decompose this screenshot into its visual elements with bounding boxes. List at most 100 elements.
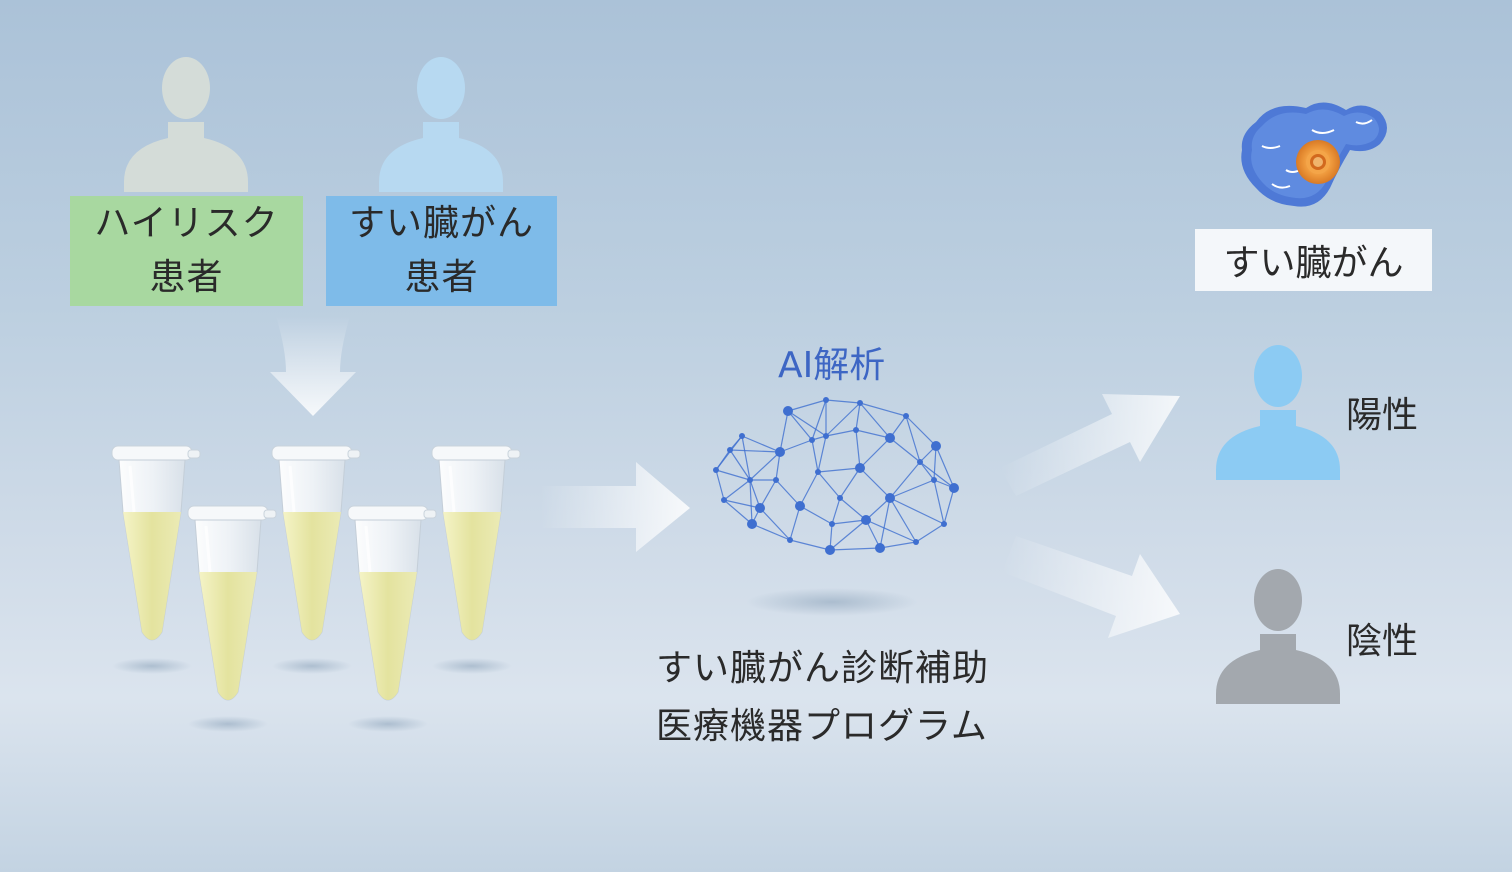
network-node <box>913 539 919 545</box>
network-node <box>795 501 805 511</box>
network-edge <box>780 440 812 452</box>
high-risk-label-line1: ハイリスク <box>94 197 278 251</box>
network-node <box>773 477 779 483</box>
network-node <box>747 477 753 483</box>
network-edge <box>840 468 860 498</box>
network-edge <box>776 480 800 506</box>
network-edge <box>860 438 890 468</box>
negative-patient-icon <box>1216 569 1340 704</box>
program-label-line1: すい臓がん診断補助 <box>656 640 989 698</box>
cancer-patient-icon <box>379 57 503 192</box>
brain-shadow <box>746 588 918 616</box>
pancreas-tumor-icon <box>1241 102 1387 206</box>
high-risk-label-line2: 患者 <box>149 251 223 305</box>
network-edge <box>750 452 780 480</box>
sample-tube-icon <box>188 506 276 700</box>
network-edge <box>866 520 916 542</box>
sample-tube-icon <box>348 506 436 700</box>
arrow-to-negative <box>1002 536 1180 638</box>
network-edge <box>800 472 818 506</box>
network-edge <box>832 520 866 524</box>
network-edge <box>818 472 840 498</box>
high-risk-patient-icon <box>124 57 248 192</box>
network-node <box>721 497 727 503</box>
disease-label: すい臓がん <box>1223 234 1403 286</box>
neural-network-brain-icon <box>713 397 959 555</box>
arrow-to-positive <box>1000 394 1180 496</box>
network-node <box>829 521 835 527</box>
network-edge <box>840 498 866 520</box>
network-edge <box>826 400 860 403</box>
network-edge <box>890 462 920 498</box>
network-edge <box>742 436 780 452</box>
network-edge <box>860 403 906 416</box>
sample-tube-icon <box>112 446 200 640</box>
network-node <box>815 469 821 475</box>
right-arrow <box>540 462 690 552</box>
cancer-patients-box: すい臓がん 患者 <box>326 196 557 306</box>
network-node <box>713 467 719 473</box>
network-edge <box>934 446 936 480</box>
network-node <box>747 519 757 529</box>
network-edge <box>860 403 890 438</box>
network-edge <box>830 548 880 550</box>
network-edge <box>880 542 916 548</box>
high-risk-patients-box: ハイリスク 患者 <box>70 196 303 306</box>
network-edge <box>934 480 944 524</box>
network-edge <box>830 520 866 550</box>
positive-label: 陽性 <box>1346 386 1418 438</box>
network-edge <box>790 540 830 550</box>
network-edge <box>800 506 832 524</box>
network-edge <box>788 400 826 411</box>
network-edge <box>812 440 818 472</box>
network-node <box>931 441 941 451</box>
network-node <box>885 433 895 443</box>
network-edge <box>944 488 954 524</box>
ai-analysis-label: AI解析 <box>778 336 885 388</box>
network-node <box>837 495 843 501</box>
network-node <box>825 545 835 555</box>
network-edge <box>856 430 860 468</box>
network-node <box>853 427 859 433</box>
network-node <box>861 515 871 525</box>
program-label-line2: 医療機器プログラム <box>656 698 989 756</box>
network-node <box>783 406 793 416</box>
network-node <box>755 503 765 513</box>
network-edge <box>752 524 790 540</box>
network-edge <box>788 411 812 440</box>
network-edge <box>890 480 934 498</box>
tube-shadows <box>112 658 512 732</box>
sample-tube-icon <box>272 446 360 640</box>
network-node <box>885 493 895 503</box>
network-edge <box>860 468 890 498</box>
network-node <box>775 447 785 457</box>
network-edge <box>818 468 860 472</box>
network-edge <box>760 508 790 540</box>
network-node <box>727 447 733 453</box>
network-edge <box>716 450 730 470</box>
cancer-label-line2: 患者 <box>404 251 478 305</box>
disease-label-box: すい臓がん <box>1195 229 1432 291</box>
network-edge <box>818 436 826 472</box>
cancer-label-line1: すい臓がん <box>349 197 534 251</box>
network-node <box>931 477 937 483</box>
network-edge <box>780 411 788 452</box>
down-arrow <box>270 316 356 416</box>
network-edge <box>750 480 752 524</box>
network-edge <box>890 438 920 462</box>
network-node <box>875 543 885 553</box>
network-edge <box>730 450 780 452</box>
network-node <box>941 521 947 527</box>
network-node <box>855 463 865 473</box>
network-edge <box>832 498 840 524</box>
network-node <box>823 397 829 403</box>
network-node <box>857 400 863 406</box>
network-edge <box>916 524 944 542</box>
positive-patient-icon <box>1216 345 1340 480</box>
program-label: すい臓がん診断補助 医療機器プログラム <box>656 640 989 756</box>
network-node <box>739 433 745 439</box>
negative-label: 陰性 <box>1346 612 1418 664</box>
network-node <box>787 537 793 543</box>
network-edge <box>790 506 800 540</box>
network-node <box>903 413 909 419</box>
